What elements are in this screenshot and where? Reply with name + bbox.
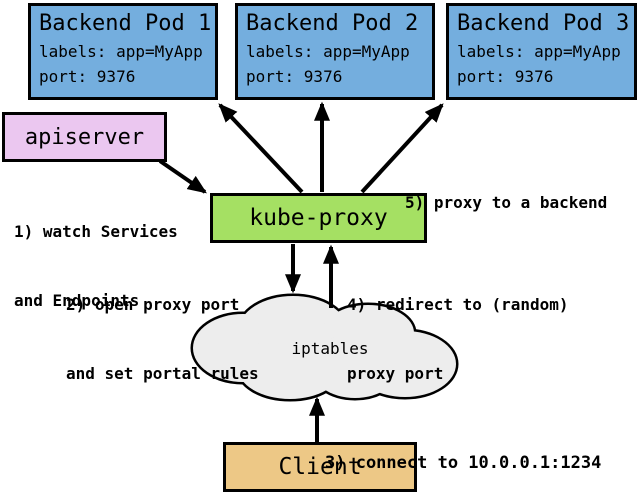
step3-line1: 3) connect to 10.0.0.1:1234	[325, 453, 602, 473]
step1-line1: 1) watch Services	[14, 222, 178, 241]
step2-annotation: 2) open proxy port and set portal rules	[66, 247, 259, 431]
backend-pod-1-title: Backend Pod 1	[39, 11, 212, 36]
backend-pod-2-labels: labels: app=MyApp	[246, 42, 410, 61]
backend-pod-1-box: Backend Pod 1 labels: app=MyApp port: 93…	[28, 3, 218, 100]
kube-proxy-box: kube-proxy	[210, 193, 427, 243]
backend-pod-3-title: Backend Pod 3	[457, 11, 630, 36]
iptables-cloud-fill	[193, 296, 456, 399]
step1-line2: and Endpoints	[14, 291, 140, 310]
step4-line1: 4) redirect to (random)	[347, 295, 569, 314]
backend-pod-2-title: Backend Pod 2	[246, 11, 419, 36]
client-box: Client	[223, 442, 417, 492]
apiserver-box: apiserver	[2, 112, 167, 162]
backend-pod-3-port: port: 9376	[457, 67, 554, 86]
step4-annotation: 4) redirect to (random) proxy port	[347, 247, 569, 431]
kube-proxy-title: kube-proxy	[249, 205, 388, 231]
step4-line2: proxy port	[347, 364, 444, 383]
backend-pod-3-box: Backend Pod 3 labels: app=MyApp port: 93…	[446, 3, 637, 100]
client-title: Client	[278, 454, 362, 480]
step5-line1: 5) proxy to a backend	[405, 193, 608, 212]
step5-annotation: 5) proxy to a backend	[405, 145, 607, 260]
arrows	[158, 101, 444, 443]
backend-pod-2-port: port: 9376	[246, 67, 343, 86]
backend-pod-1-port: port: 9376	[39, 67, 136, 86]
arrow-apiserver-to-kube-proxy	[158, 159, 207, 194]
backend-pod-1-labels: labels: app=MyApp	[39, 42, 203, 61]
arrow-kube-proxy-to-pod1	[218, 103, 304, 194]
apiserver-title: apiserver	[24, 124, 145, 150]
step2-line1: 2) open proxy port	[66, 295, 240, 314]
arrow-kube-proxy-to-pod3	[360, 103, 444, 194]
backend-pod-2-box: Backend Pod 2 labels: app=MyApp port: 93…	[235, 3, 435, 100]
backend-pod-3-labels: labels: app=MyApp	[457, 42, 621, 61]
step2-line2: and set portal rules	[66, 364, 259, 383]
step1-annotation: 1) watch Services and Endpoints	[14, 174, 178, 358]
step3-annotation: 3) connect to 10.0.0.1:1234	[325, 406, 601, 494]
iptables-label: iptables	[291, 339, 369, 358]
